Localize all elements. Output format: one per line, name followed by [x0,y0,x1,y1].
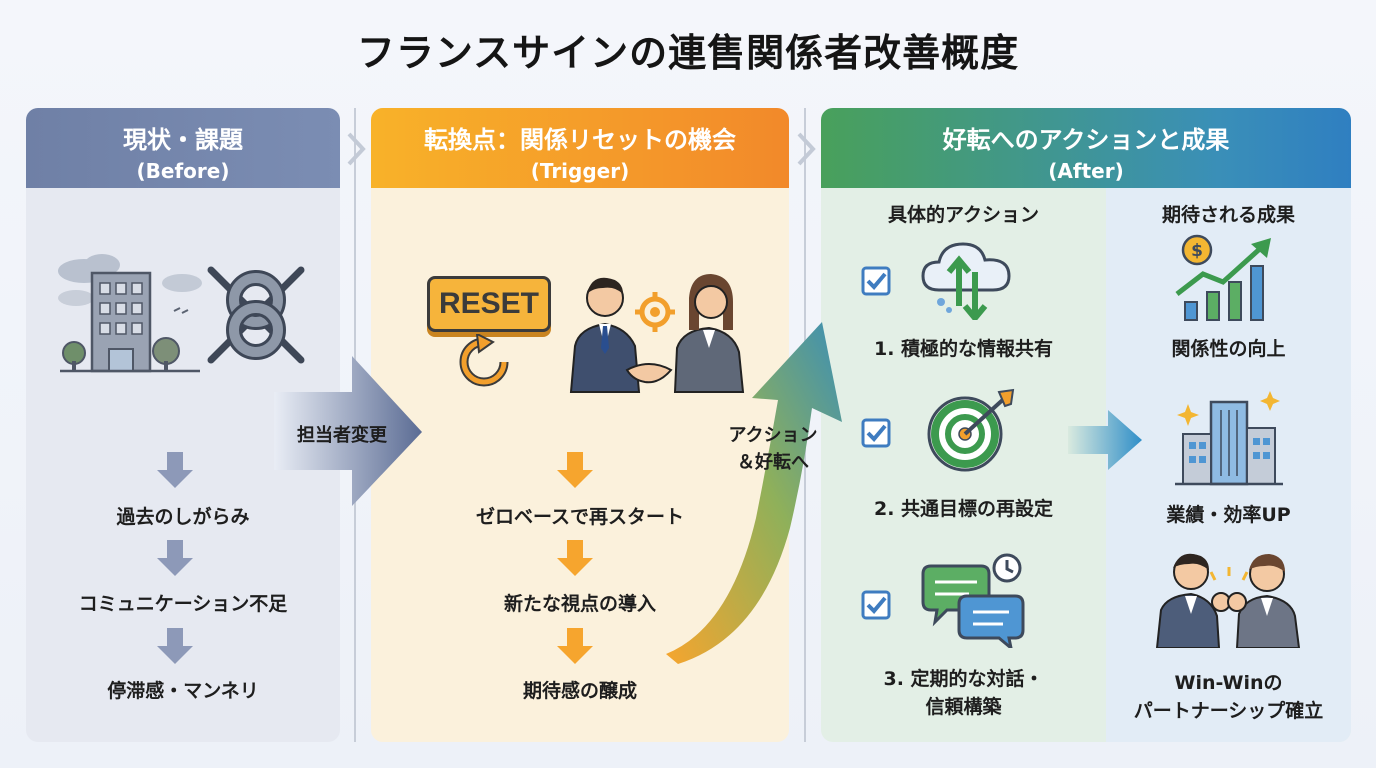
reset-button-icon: RESET [427,276,551,332]
results-title: 期待される成果 [1161,204,1295,226]
tangled-knot-icon [207,266,305,364]
after-panel: 好転へのアクションと成果 (After) 具体的アクション 期待される成果 1.… [821,108,1351,742]
checkbox-checked-icon [861,266,891,296]
handshake-people-icon [569,274,745,393]
result-2: 業績・効率UP [1166,504,1291,526]
result-1: 関係性の向上 [1171,338,1286,360]
down-arrow-icon [557,452,593,488]
transition-label-2-line-1: アクション [728,425,818,446]
before-item-3: 停滞感・マンネリ [107,680,259,702]
transition-label-2-line-2: ＆好転へ [737,452,809,473]
chat-bubbles-icon [921,553,1025,648]
cloud-sync-icon [921,242,1011,320]
after-header-title: 好転へのアクションと成果 [942,126,1230,154]
trigger-header-title: 転換点：関係リセットの機会 [424,126,736,154]
curved-upward-arrow-icon [666,322,842,664]
down-arrow-icon [157,540,193,576]
before-item-1: 過去のしがらみ [116,506,250,528]
refresh-icon [459,334,509,387]
chevron-right-icon [347,132,366,166]
partners-fist-bump-icon [1155,553,1301,648]
after-header-sub: (After) [1048,159,1124,183]
before-item-2: コミュニケーション不足 [78,593,288,615]
trigger-item-1: ゼロベースで再スタート [475,506,685,528]
target-icon [927,388,1015,472]
checkbox-checked-icon [861,590,891,620]
after-header: 好転へのアクションと成果 (After) [821,108,1351,188]
actions-title: 具体的アクション [887,204,1040,226]
down-arrow-icon [557,540,593,576]
result-3-line-2: パートナーシップ確立 [1133,700,1324,722]
trigger-header: 転換点：関係リセットの機会 (Trigger) [371,108,789,188]
reset-label: RESET [438,287,540,320]
before-header-title: 現状・課題 [123,126,243,154]
right-arrow-icon [1068,410,1142,470]
down-arrow-icon [157,628,193,664]
action-1: 1. 積極的な情報共有 [873,338,1054,360]
chevron-right-icon [797,132,816,166]
growth-chart-icon: $ [1175,234,1271,321]
trigger-item-2: 新たな視点の導入 [503,593,656,615]
trigger-header-sub: (Trigger) [530,159,630,183]
transition-label-1: 担当者変更 [297,425,387,446]
skyscraper-icon [1175,391,1283,486]
action-3-line-2: 信頼構築 [925,696,1002,718]
office-building-icon [58,254,202,373]
before-header: 現状・課題 (Before) [26,108,340,188]
checkbox-checked-icon [861,418,891,448]
down-arrow-icon [157,452,193,488]
result-3-line-1: Win-Winの [1174,672,1283,694]
trigger-panel: 転換点：関係リセットの機会 (Trigger) RESET ゼロベースで再スター… [371,108,789,742]
trigger-item-3: 期待感の醸成 [522,680,637,702]
svg-text:$: $ [1191,241,1203,261]
page-title: フランスサインの連售関係者改善概度 [356,31,1020,75]
action-3-line-1: 3. 定期的な対話・ [883,668,1044,690]
before-header-sub: (Before) [136,159,230,183]
transition-arrow-icon [274,356,422,506]
action-2: 2. 共通目標の再設定 [873,498,1054,520]
down-arrow-icon [557,628,593,664]
